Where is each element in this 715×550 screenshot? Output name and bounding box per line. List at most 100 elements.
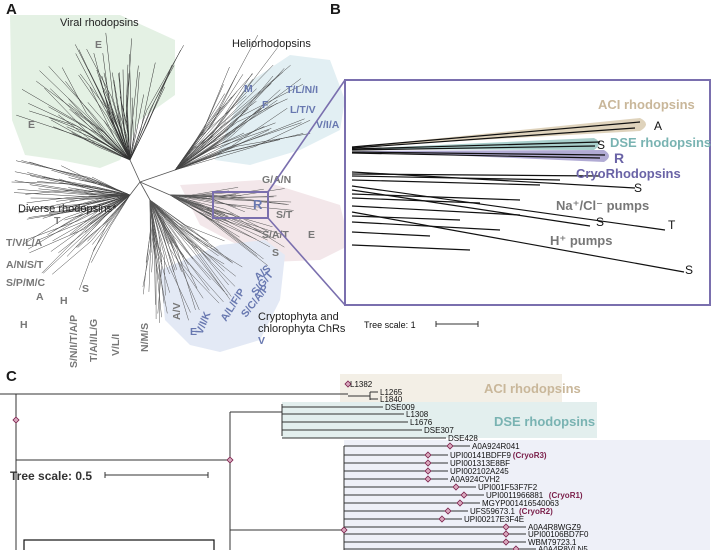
branch-63 [129,45,184,161]
tip-s1-b: S [597,138,605,152]
branch-188 [29,184,131,196]
branch-68 [65,81,131,161]
branch-219 [149,199,228,296]
branch-269 [169,194,285,248]
c-tip-node-9 [424,451,432,459]
branch-205 [149,199,160,323]
subtype-helio-m: M [244,83,253,95]
branch-265 [169,194,271,248]
b-branch-19 [351,244,471,251]
branch-240 [149,199,170,245]
b-branch-3 [351,145,596,151]
branch-108 [174,64,274,171]
branch-176 [14,180,131,196]
branch-115 [174,140,220,171]
subtype-vli: V/L/I [110,334,122,356]
branch-262 [169,194,270,233]
tip-label-15: MGYP001416540063 [482,499,560,508]
branch-110 [174,121,227,171]
tip-label-12: A0A924CVH2 [450,475,500,484]
red-region [180,180,350,262]
subtype-tailg: T/A/I/L/G [88,319,100,362]
label-crypto-line2: chlorophyta ChRs [258,323,346,335]
branch-187 [22,194,131,246]
branch-288 [169,194,268,266]
branch-131 [78,194,131,290]
branch-77 [174,107,288,171]
c-tip-node-14 [460,491,468,499]
subtype-snitap: S/N/I/T/A/P [68,315,80,368]
tip-label-21: A0A4R8VLN5 [538,545,588,550]
branch-117 [174,73,253,171]
branch-100 [174,74,237,171]
branch-64 [129,72,140,161]
trunk-helio [139,169,176,183]
subtype-helio-via: V/I/A [316,119,340,131]
branch-281 [169,194,220,222]
tip-label-18: A0A4R8WGZ9 [528,523,581,532]
branch-91 [174,78,302,171]
c-tip-node-16 [444,507,452,515]
branch-8 [21,89,131,161]
branch-168 [77,194,131,248]
cryo-label-r1: (CryoR1) [549,491,583,500]
tip-label-4: L1308 [406,410,429,419]
c-tip-node-13 [452,483,460,491]
branch-189 [26,194,131,204]
branch-67 [129,65,175,161]
tip-label-13: UPI001F53F7F2 [478,483,538,492]
branch-204 [149,199,196,310]
branch-111 [174,34,259,171]
crypto-region [160,240,285,352]
subtype-helio-ltv: L/T/V [290,104,316,116]
c-tip-node-15 [456,499,464,507]
tip-a-b: A [654,119,662,133]
branch-154 [42,194,131,219]
branch-159 [78,179,131,196]
branch-148 [93,194,131,252]
b-branch-13 [351,197,481,204]
branch-137 [52,194,131,242]
b-branch-9 [351,179,541,186]
tip-label-14: UPI0011966881 [486,491,544,500]
branch-99 [174,122,302,171]
branch-11 [36,80,131,161]
branch-50 [48,106,131,161]
label-r-b: R [614,150,624,166]
subtype-v: V [258,335,265,347]
helio-region [215,55,345,165]
branch-171 [67,194,131,212]
label-aci-b: ACI rhodopsins [598,97,695,112]
panel-label-a: A [6,1,17,18]
branch-49 [119,96,131,161]
zoom-connector-top [267,79,346,193]
branch-56 [102,90,131,161]
branch-247 [149,199,232,297]
tip-label-2: L1840 [380,395,403,404]
branch-280 [169,194,273,228]
branch-44 [105,32,131,161]
branch-173 [51,169,131,196]
subtype-t: T [54,215,61,227]
branch-58 [80,73,131,161]
branch-243 [149,199,219,251]
b-branch-14 [351,205,521,216]
c-tip-node-18 [502,523,510,531]
subtype-viral-e1: E [95,39,102,51]
aci-band-c [340,374,562,402]
branch-45 [106,110,131,161]
branch-21 [68,98,131,161]
branch-47 [103,72,131,161]
branch-96 [174,110,246,171]
branch-248 [149,199,191,313]
label-crypto-line1: Cryptophyta and [258,311,339,323]
b-branch-8 [351,175,561,181]
branch-161 [27,194,131,250]
b-branch-10 [351,185,666,231]
subtype-h1: H [60,295,68,307]
b-branch-18 [351,231,431,237]
c-tip-node-12 [424,475,432,483]
branch-37 [16,114,131,161]
cryo-label-r2: (CryoR2) [519,507,553,516]
subtype-a: A [36,291,44,303]
